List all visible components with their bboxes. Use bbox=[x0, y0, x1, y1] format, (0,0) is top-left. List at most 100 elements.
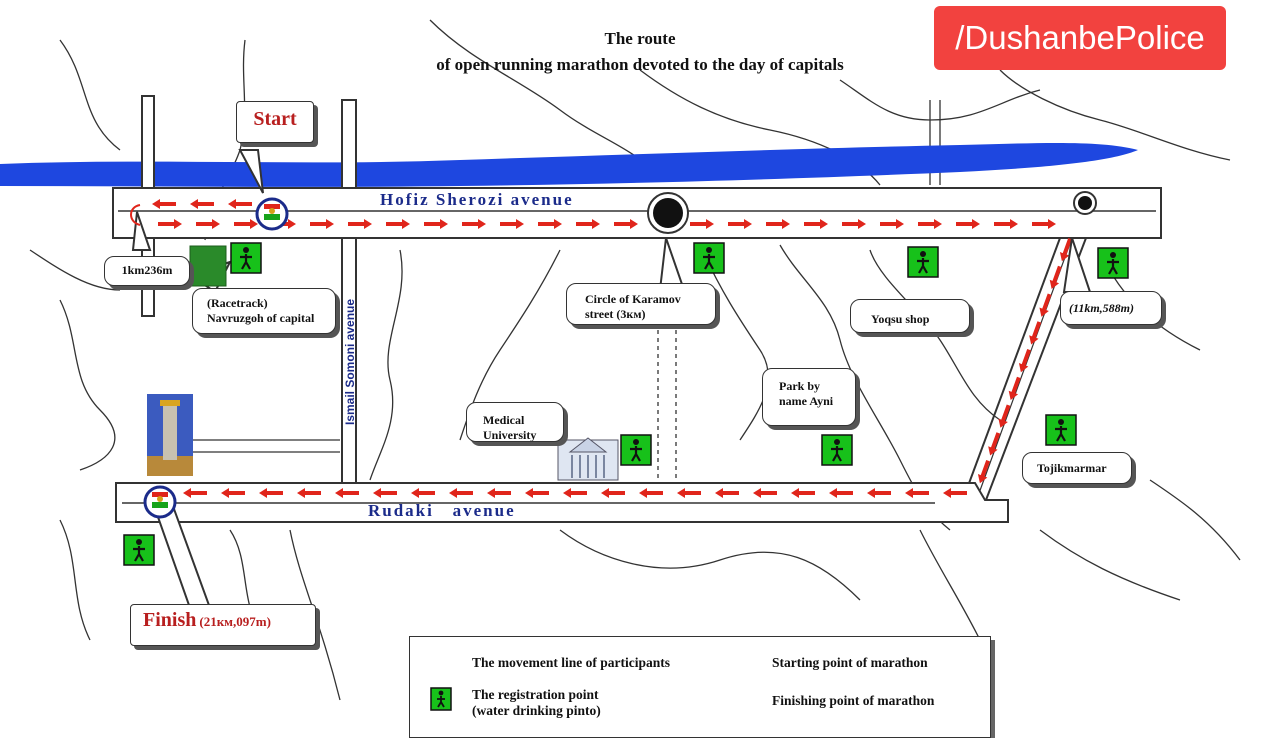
route-arrow bbox=[310, 219, 334, 229]
route-arrow bbox=[918, 219, 942, 229]
finish-label: Finish bbox=[143, 609, 197, 631]
route-arrow bbox=[728, 219, 752, 229]
route-arrow bbox=[766, 219, 790, 229]
registration-point-icon bbox=[821, 434, 853, 466]
finish-distance-label: (21км,097m) bbox=[199, 614, 271, 629]
route-arrow bbox=[829, 488, 853, 498]
route-arrow bbox=[525, 488, 549, 498]
route-arrow bbox=[1018, 349, 1031, 373]
route-arrow bbox=[994, 219, 1018, 229]
hofiz-sherozi-avenue-road bbox=[112, 187, 1162, 239]
route-arrow bbox=[1008, 376, 1021, 401]
route-arrow bbox=[234, 219, 258, 229]
route-arrow bbox=[690, 219, 714, 229]
ismail-somoni-avenue-label: Ismail Somoni avenue bbox=[343, 299, 357, 425]
route-arrow bbox=[1032, 219, 1056, 229]
medical-university-callout: Medical University bbox=[466, 402, 564, 442]
registration-point-icon bbox=[1097, 247, 1129, 279]
racetrack-line1: (Racetrack) bbox=[207, 296, 268, 310]
route-arrow bbox=[715, 488, 739, 498]
route-arrow bbox=[880, 219, 904, 229]
route-arrow bbox=[601, 488, 625, 498]
medical-line1: Medical bbox=[483, 413, 525, 427]
yoqsu-shop-label: Yoqsu shop bbox=[871, 312, 930, 326]
route-arrow bbox=[1029, 321, 1042, 345]
river bbox=[0, 142, 1138, 187]
brand-badge: /DushanbePolice bbox=[934, 6, 1226, 70]
route-arrow bbox=[297, 488, 321, 498]
route-arrow bbox=[804, 219, 828, 229]
route-arrow bbox=[158, 219, 182, 229]
start-marker-icon bbox=[255, 197, 289, 231]
karamov-circle-callout: Circle of Karamov street (3км) bbox=[566, 283, 716, 325]
monument-image bbox=[147, 394, 193, 476]
route-arrow bbox=[196, 219, 220, 229]
start-label: Start bbox=[253, 108, 297, 130]
registration-point-icon bbox=[123, 534, 155, 566]
route-arrow bbox=[348, 219, 372, 229]
route-arrow bbox=[576, 219, 600, 229]
callout-pointers bbox=[131, 149, 1092, 609]
route-arrow bbox=[639, 488, 663, 498]
racetrack-building bbox=[189, 245, 227, 287]
park-ayni-line1: Park by bbox=[779, 379, 821, 393]
map-title-line1: The route bbox=[604, 29, 676, 48]
legend-registration-icon bbox=[430, 687, 452, 711]
background-streets bbox=[29, 19, 1241, 701]
route-arrow bbox=[1049, 265, 1062, 290]
registration-point-icon bbox=[693, 242, 725, 274]
racetrack-line2: Navruzgoh of capital bbox=[207, 311, 315, 325]
karamov-line1: Circle of Karamov bbox=[585, 292, 681, 306]
route-arrow bbox=[411, 488, 435, 498]
distance-1km-callout: 1km236m bbox=[104, 256, 190, 286]
route-arrows bbox=[152, 199, 1072, 498]
tojikmarmar-callout: Tojikmarmar bbox=[1022, 452, 1132, 484]
tojikmarmar-label: Tojikmarmar bbox=[1037, 461, 1107, 475]
route-arrow bbox=[373, 488, 397, 498]
route-arrow bbox=[867, 488, 891, 498]
legend-start-label: Starting point of marathon bbox=[772, 655, 928, 670]
route-arrow bbox=[842, 219, 866, 229]
route-arrow bbox=[998, 404, 1011, 428]
map-title-line2: of open running marathon devoted to the … bbox=[436, 55, 844, 74]
legend-registration-line1: The registration point bbox=[472, 687, 599, 702]
route-arrow bbox=[905, 488, 929, 498]
registration-points bbox=[123, 242, 1129, 566]
rudaki-avenue-label: Rudaki avenue bbox=[368, 501, 516, 520]
route-arrow bbox=[152, 199, 176, 209]
route-arrow bbox=[228, 199, 252, 209]
u-turn-marker bbox=[130, 204, 141, 226]
route-arrow bbox=[221, 488, 245, 498]
route-arrow bbox=[183, 488, 207, 498]
legend-movement-label: The movement line of participants bbox=[472, 655, 670, 670]
route-arrow bbox=[500, 219, 524, 229]
distance-1km-label: 1km236m bbox=[121, 263, 173, 277]
distance-11km-label: (11km,588m) bbox=[1069, 301, 1134, 315]
route-arrow bbox=[677, 488, 701, 498]
registration-point-icon bbox=[1045, 414, 1077, 446]
map-legend: The movement line of participants The re… bbox=[409, 636, 991, 738]
start-callout: Start bbox=[236, 101, 314, 143]
route-arrow bbox=[563, 488, 587, 498]
route-arrow bbox=[977, 460, 990, 484]
route-arrow bbox=[462, 219, 486, 229]
karamov-circle-icon bbox=[647, 192, 689, 234]
legend-finish-label: Finishing point of marathon bbox=[772, 693, 935, 708]
route-arrow bbox=[449, 488, 473, 498]
hofiz-sherozi-avenue-label: Hofiz Sherozi avenue bbox=[380, 190, 574, 209]
park-ayni-callout: Park by name Ayni bbox=[762, 368, 856, 426]
registration-point-icon bbox=[620, 434, 652, 466]
route-arrow bbox=[538, 219, 562, 229]
medical-line2: University bbox=[483, 428, 537, 442]
karamov-line2: street (3км) bbox=[585, 307, 646, 321]
finish-marker-icon bbox=[143, 485, 177, 519]
route-arrow bbox=[190, 199, 214, 209]
legend-registration-line2: (water drinking pinto) bbox=[472, 703, 601, 718]
finish-callout: Finish (21км,097m) bbox=[130, 604, 316, 646]
route-arrow bbox=[424, 219, 448, 229]
route-arrow bbox=[791, 488, 815, 498]
route-arrow bbox=[753, 488, 777, 498]
medical-university-building bbox=[557, 437, 619, 481]
turn-circle-icon bbox=[1073, 191, 1097, 215]
